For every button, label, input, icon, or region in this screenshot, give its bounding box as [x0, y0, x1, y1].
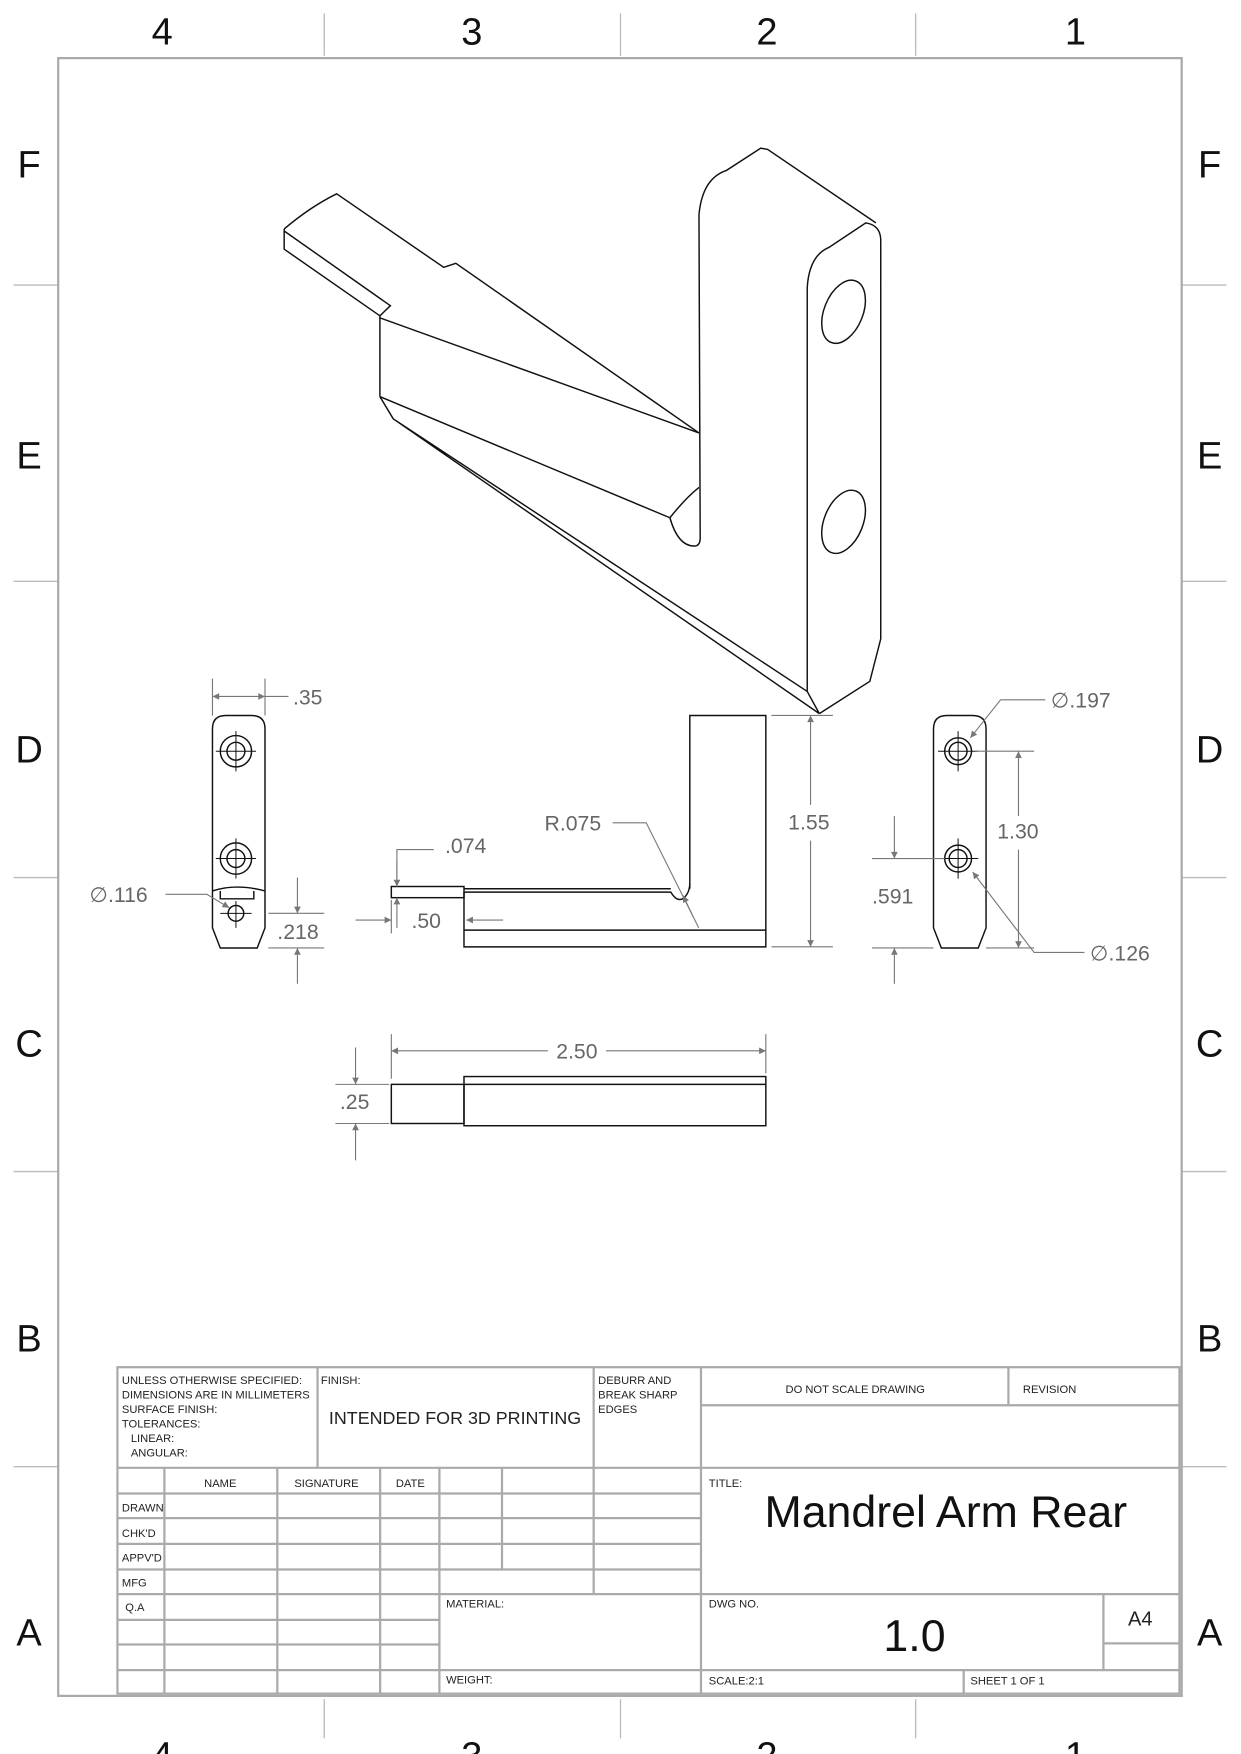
- dim-tip-thickness: .074: [445, 834, 487, 858]
- col-signature: SIGNATURE: [294, 1478, 358, 1490]
- zone-row-f: F: [18, 145, 41, 187]
- role-mfg: MFG: [122, 1577, 147, 1589]
- title-label: TITLE:: [709, 1478, 742, 1490]
- zone-col-3: 3: [461, 12, 482, 54]
- note-line: DIMENSIONS ARE IN MILLIMETERS: [122, 1390, 310, 1402]
- dim-hole-large: ∅.197: [1051, 689, 1111, 713]
- zone-row-b-right: B: [1197, 1319, 1222, 1361]
- role-approved: APPV'D: [122, 1553, 162, 1565]
- dim-fillet-radius: R.075: [544, 812, 601, 836]
- zone-ticks: [13, 13, 1227, 1739]
- do-not-scale: DO NOT SCALE DRAWING: [786, 1384, 925, 1396]
- drawing-title: Mandrel Arm Rear: [764, 1488, 1127, 1537]
- isometric-view: [283, 147, 882, 715]
- dim-top-thickness: .25: [340, 1090, 370, 1114]
- scale: SCALE:2:1: [709, 1676, 764, 1688]
- dwg-no: 1.0: [883, 1612, 945, 1661]
- right-side-view: ∅.197 1.30 .591 ∅.126: [872, 689, 1150, 984]
- zone-row-d: D: [15, 729, 42, 771]
- zone-row-f-right: F: [1198, 145, 1221, 187]
- col-date: DATE: [396, 1478, 425, 1490]
- role-drawn: DRAWN: [122, 1502, 164, 1514]
- hole-upper: [821, 279, 867, 345]
- sheet-size: A4: [1128, 1608, 1153, 1630]
- top-view: 2.50 .25: [335, 1034, 767, 1161]
- zone-col-1: 1: [1065, 12, 1086, 54]
- col-name: NAME: [204, 1478, 236, 1490]
- zone-row-e: E: [16, 435, 41, 477]
- role-qa: Q.A: [125, 1602, 145, 1614]
- note-line: LINEAR:: [131, 1433, 174, 1445]
- zone-row-a-right: A: [1197, 1613, 1223, 1655]
- finish-label: FINISH:: [321, 1375, 361, 1387]
- dim-hole-small: ∅.126: [1090, 941, 1150, 965]
- dim-offset-side: .218: [277, 920, 318, 944]
- zone-row-c-right: C: [1196, 1023, 1223, 1065]
- material-label: MATERIAL:: [446, 1599, 504, 1611]
- revision-label: REVISION: [1023, 1384, 1076, 1396]
- zone-row-d-right: D: [1196, 729, 1223, 771]
- dwg-no-label: DWG NO.: [709, 1599, 759, 1611]
- deburr-line: DEBURR AND: [598, 1375, 671, 1387]
- zone-col-4-bottom: 4: [152, 1736, 173, 1754]
- dim-height: 1.55: [788, 810, 829, 834]
- dim-width-side: .35: [293, 685, 323, 709]
- dim-hole-side: ∅.116: [89, 883, 147, 907]
- sheet-border: [57, 57, 1183, 1697]
- role-checked: CHK'D: [122, 1528, 156, 1540]
- dim-tip-length: .50: [411, 909, 441, 933]
- zone-col-2: 2: [756, 12, 777, 54]
- left-side-view: .35 ∅.116 .218: [89, 678, 325, 984]
- note-line: UNLESS OTHERWISE SPECIFIED:: [122, 1375, 302, 1387]
- deburr-line: EDGES: [598, 1404, 637, 1416]
- note-line: SURFACE FINISH:: [122, 1404, 217, 1416]
- zone-row-c: C: [15, 1023, 42, 1065]
- deburr-line: BREAK SHARP: [598, 1390, 677, 1402]
- note-line: ANGULAR:: [131, 1448, 188, 1460]
- finish-value: INTENDED FOR 3D PRINTING: [329, 1408, 581, 1428]
- zone-row-a: A: [16, 1613, 42, 1655]
- zone-row-b: B: [16, 1319, 41, 1361]
- title-block: UNLESS OTHERWISE SPECIFIED: DIMENSIONS A…: [116, 1366, 1181, 1695]
- zone-labels: 4 3 2 1 4 3 2 1 F E D C B A F E D C B A: [15, 12, 1223, 1754]
- zone-col-2-bottom: 2: [756, 1736, 777, 1754]
- zone-col-3-bottom: 3: [461, 1736, 482, 1754]
- dim-hole-offset: .591: [872, 884, 913, 908]
- hole-lower: [821, 489, 867, 555]
- dim-hole-spacing: 1.30: [997, 819, 1038, 843]
- dim-overall-length: 2.50: [556, 1040, 597, 1064]
- weight-label: WEIGHT:: [446, 1675, 492, 1687]
- zone-row-e-right: E: [1197, 435, 1222, 477]
- zone-col-4: 4: [152, 12, 173, 54]
- front-view: .074 .50 R.075 1.55: [355, 714, 833, 948]
- zone-col-1-bottom: 1: [1065, 1736, 1086, 1754]
- sheet-number: SHEET 1 OF 1: [970, 1676, 1044, 1688]
- note-line: TOLERANCES:: [122, 1419, 201, 1431]
